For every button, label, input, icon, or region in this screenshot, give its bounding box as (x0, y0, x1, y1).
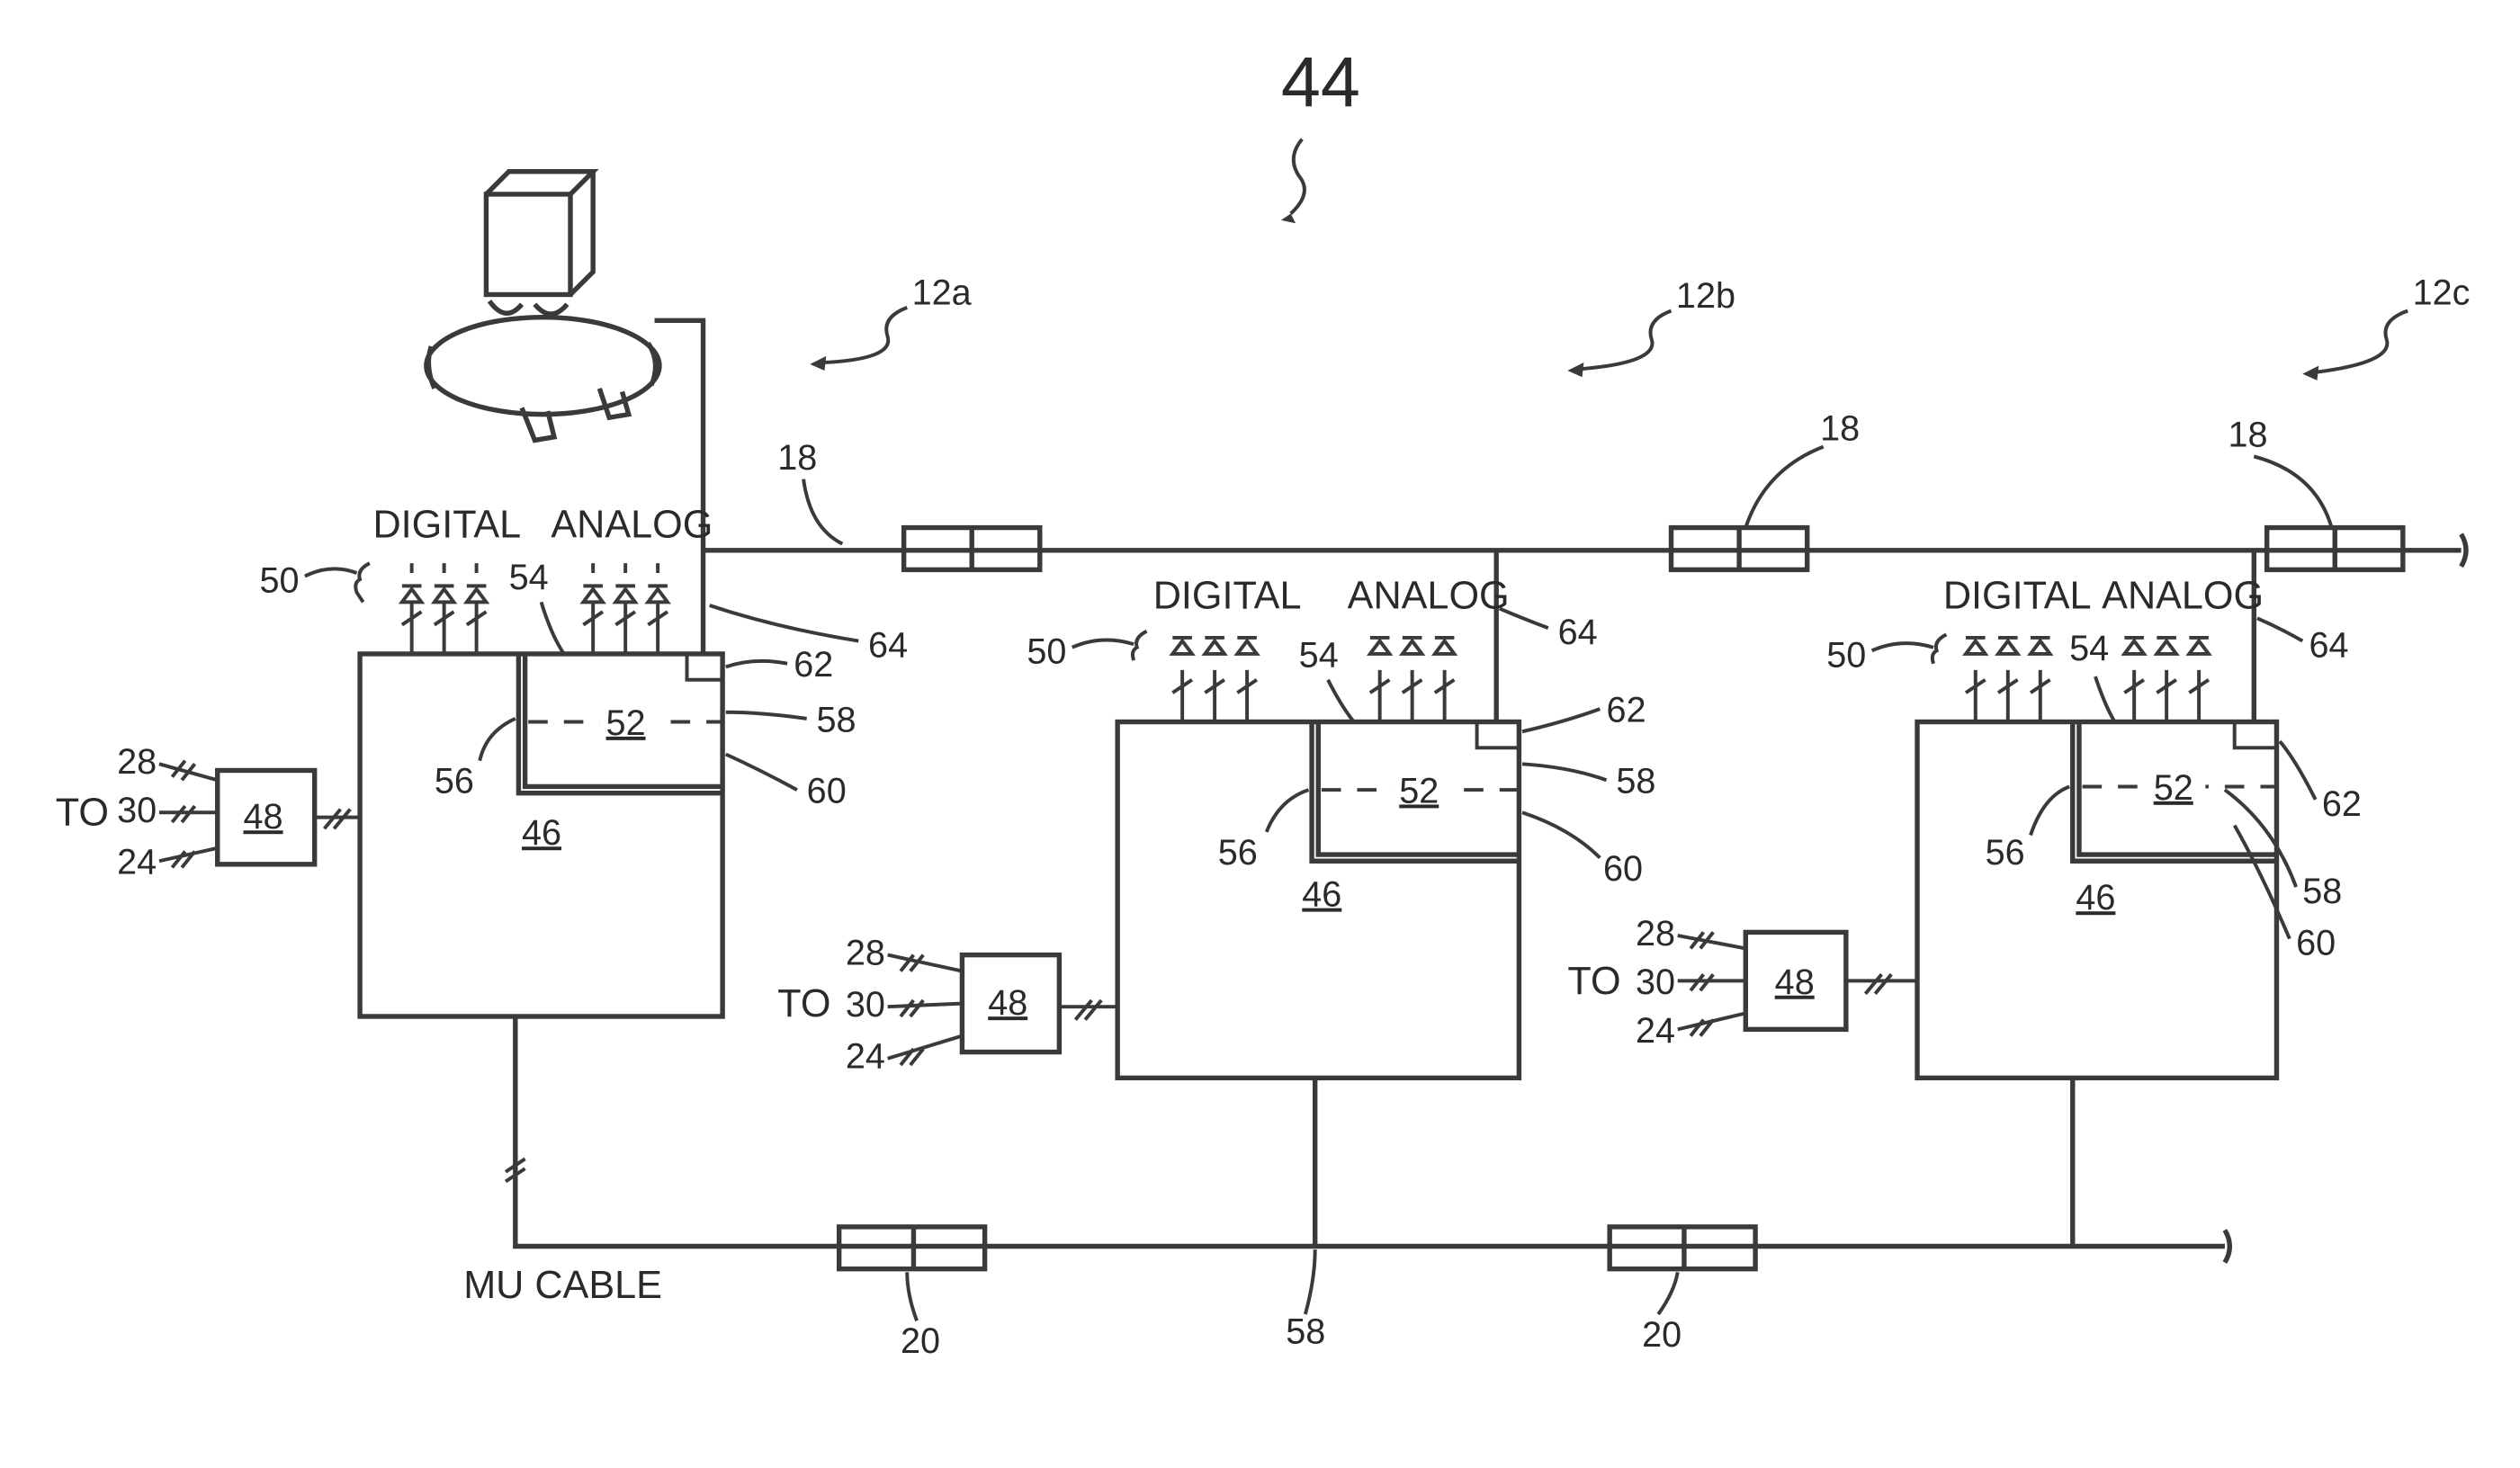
unit-12c-ref-56: 56 (1986, 833, 2025, 873)
unit-12b-analog-label: ANALOG (1348, 575, 1510, 618)
unit-12c-ref-48: 48 (1775, 962, 1815, 1002)
unit-12c-ref-60: 60 (2296, 924, 2336, 963)
unit-12a-ref-56: 56 (435, 762, 474, 801)
unit-12a-analog-label: ANALOG (551, 503, 713, 546)
unit-12a-ref-58: 58 (816, 700, 856, 739)
unit-12a-ref-24: 24 (117, 843, 157, 882)
unit-12a-ref-62: 62 (794, 645, 833, 685)
unit-12c-ref-24: 24 (1636, 1011, 1675, 1051)
compressor-icon (426, 172, 659, 441)
unit-12a-ref-28: 28 (117, 742, 157, 782)
unit-12a: 46 52 DIGITAL ANALOG 50 54 (56, 503, 908, 1016)
unit-ref-12c: 12c (2413, 273, 2471, 312)
unit-12c-ref-58: 58 (2302, 872, 2342, 911)
coupler-ref-1: 20 (901, 1321, 940, 1361)
unit-12c-ref-54: 54 (2069, 629, 2109, 668)
unit-12b-digital-label: DIGITAL (1153, 575, 1302, 618)
unit-12a-block-62 (687, 654, 723, 680)
trainline-ref-2: 18 (1820, 408, 1860, 448)
unit-12c-block-62 (2235, 722, 2277, 748)
unit-12b-ref-52: 52 (1399, 771, 1439, 810)
unit-12b-ref-30: 30 (846, 985, 885, 1025)
unit-12c-analog-label: ANALOG (2102, 575, 2264, 618)
unit-12b-to-label: TO (777, 982, 830, 1025)
unit-ref-12b-arrow (1567, 363, 1583, 377)
unit-12b-ref-64: 64 (1558, 613, 1598, 652)
unit-12b-ref-46: 46 (1302, 875, 1341, 915)
unit-12b-ref-48: 48 (988, 983, 1027, 1023)
mu-bus-ref-58: 58 (1286, 1311, 1325, 1351)
unit-12c-to-label: TO (1567, 960, 1620, 1003)
unit-12a-digital-io (402, 563, 487, 654)
unit-12b-analog-io (1370, 638, 1455, 722)
unit-12c-digital-io (1966, 638, 2050, 722)
figure-ref-44-leader (1291, 139, 1305, 214)
unit-12c-ref-64: 64 (2309, 626, 2348, 666)
unit-12c-ref-46: 46 (2076, 878, 2115, 918)
unit-12a-ref-48: 48 (244, 797, 283, 837)
unit-12b-ref-58: 58 (1616, 762, 1655, 801)
unit-12b-ref-56: 56 (1218, 833, 1258, 873)
unit-12c: 46 52 DIGITAL ANALOG 50 54 64 62 (1567, 550, 2362, 1247)
unit-12b-ref-28: 28 (846, 933, 885, 972)
unit-12a-to-label: TO (56, 792, 109, 835)
unit-12a-ref-50: 50 (260, 561, 300, 601)
unit-12c-ref-52: 52 (2154, 768, 2193, 808)
unit-12a-ref-30: 30 (117, 791, 157, 830)
unit-12a-ref-60: 60 (807, 771, 847, 810)
unit-12b-ref-62: 62 (1607, 691, 1646, 730)
unit-ref-12a-arrow (810, 356, 826, 371)
unit-ref-12c-arrow (2302, 366, 2318, 380)
unit-12a-ref-52: 52 (606, 703, 646, 743)
figure-ref-44-arrow (1281, 214, 1296, 224)
unit-12a-ref-54: 54 (509, 558, 549, 597)
unit-12b-block-62 (1477, 722, 1520, 748)
unit-12b-ref-24: 24 (846, 1037, 885, 1077)
unit-12c-ref-28: 28 (1636, 914, 1675, 953)
unit-12a-digital-label: DIGITAL (372, 503, 521, 546)
trainline-ref-3: 18 (2229, 416, 2268, 455)
mu-cable-label: MU CABLE (463, 1264, 662, 1307)
unit-ref-12a: 12a (912, 273, 973, 312)
unit-12b: 46 52 DIGITAL ANALOG 50 54 64 62 (777, 550, 1655, 1247)
unit-12c-ref-30: 30 (1636, 962, 1675, 1002)
unit-12c-analog-io (2124, 638, 2209, 722)
unit-12b-ref-50: 50 (1027, 632, 1066, 672)
unit-ref-12b-leader (1581, 310, 1672, 369)
unit-12a-analog-io (583, 563, 668, 654)
trainline-ref-1: 18 (777, 438, 817, 478)
trainline-18-end (2462, 534, 2466, 567)
figure-ref-44: 44 (1281, 42, 1360, 122)
unit-12c-digital-label: DIGITAL (1943, 575, 2092, 618)
unit-12b-ref-60: 60 (1603, 849, 1643, 889)
unit-ref-12a-leader (823, 308, 908, 363)
unit-ref-12c-leader (2316, 310, 2408, 371)
unit-12c-ref-50: 50 (1826, 635, 1866, 675)
unit-12b-ref-54: 54 (1299, 635, 1339, 675)
unit-12c-ref-62: 62 (2322, 784, 2362, 824)
coupler-ref-2: 20 (1642, 1315, 1681, 1355)
unit-12a-ref-46: 46 (522, 813, 561, 853)
unit-12a-ref-64: 64 (868, 626, 908, 666)
unit-ref-12b: 12b (1676, 276, 1735, 316)
unit-12b-digital-io (1172, 638, 1257, 722)
mu-cable-line (516, 1016, 2225, 1247)
